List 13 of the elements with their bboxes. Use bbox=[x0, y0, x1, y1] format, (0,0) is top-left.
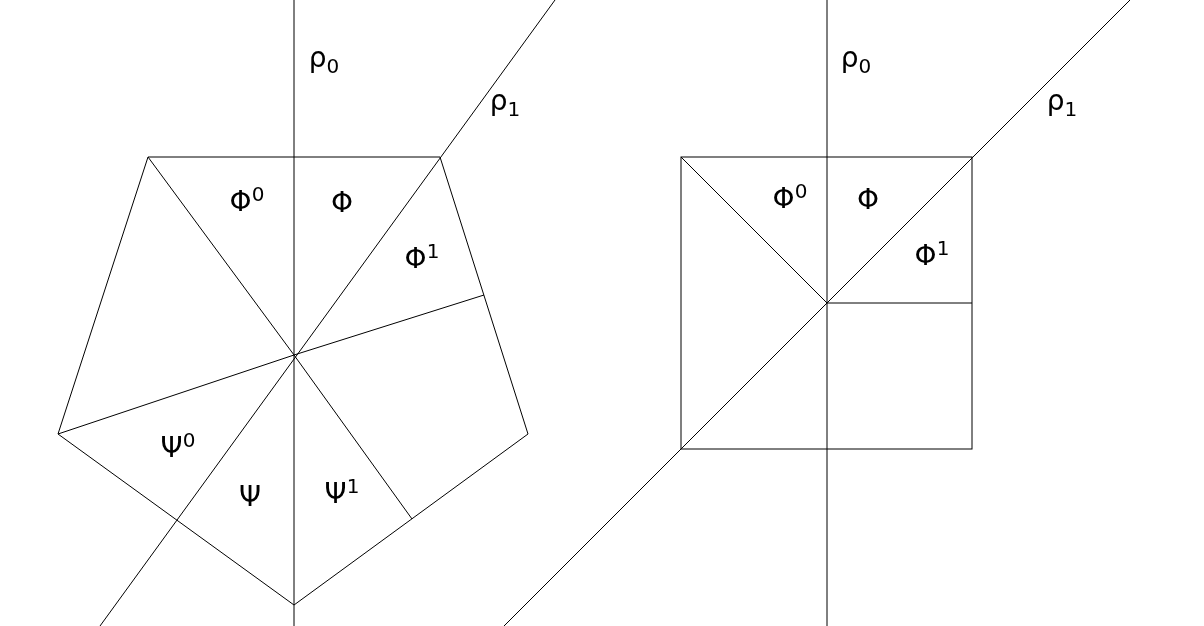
region-label: Φ$^{1}$ bbox=[914, 237, 950, 271]
region-label: Ψ bbox=[239, 483, 261, 511]
region-label: Φ$^{0}$ bbox=[229, 183, 265, 217]
region-label: ρ$_{0}$ bbox=[840, 43, 872, 77]
region-label: ρ$_{1}$ bbox=[489, 86, 521, 120]
region-label: Ψ$^{0}$ bbox=[160, 429, 196, 463]
region-label: Φ bbox=[331, 189, 353, 217]
region-label: ρ$_{0}$ bbox=[308, 43, 340, 77]
region-label: Ψ$^{1}$ bbox=[324, 475, 360, 509]
region-label: Φ$^{0}$ bbox=[772, 180, 808, 214]
region-label: ρ$_{1}$ bbox=[1046, 86, 1078, 120]
region-label: Φ$^{1}$ bbox=[404, 240, 440, 274]
region-label: Φ bbox=[857, 186, 879, 214]
